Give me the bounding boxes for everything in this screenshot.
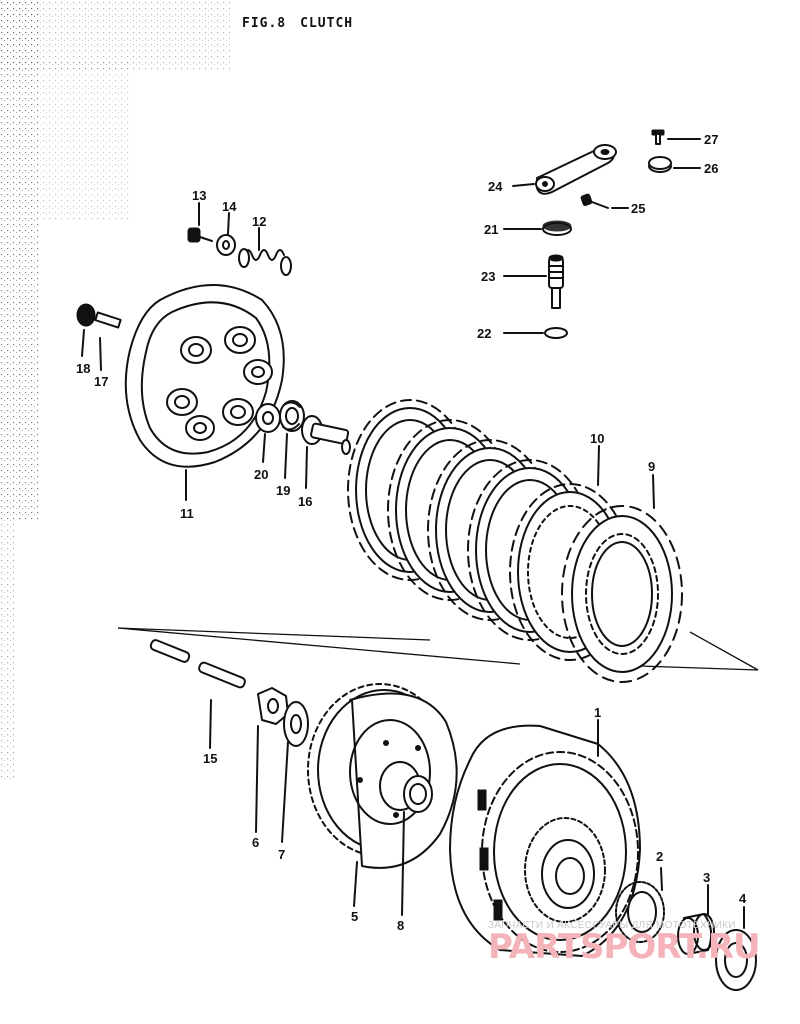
watermark: ЗАПЧАСТИ И АКСЕССУАРЫ ДЛЯ МОТОТЕХНИКИ PA… — [488, 920, 788, 967]
watermark-tagline: ЗАПЧАСТИ И АКСЕССУАРЫ ДЛЯ МОТОТЕХНИКИ — [488, 920, 736, 931]
figure-name: CLUTCH — [300, 16, 354, 31]
callout-22: 22 — [477, 326, 491, 341]
callout-19: 19 — [276, 483, 290, 498]
callout-labels: 1 2 3 4 5 6 7 8 9 10 11 12 13 14 15 16 1… — [76, 132, 747, 933]
figure-title: FIG.8 CLUTCH — [242, 16, 367, 31]
callout-9: 9 — [648, 459, 655, 474]
plate-stack — [347, 399, 683, 683]
spring-12 — [238, 227, 292, 276]
pins-15 — [149, 639, 246, 749]
seal-21 — [503, 220, 572, 236]
needle-bearing-2 — [615, 867, 665, 943]
bolt-13 — [187, 202, 213, 243]
callout-21: 21 — [484, 222, 498, 237]
callout-25: 25 — [631, 201, 645, 216]
callout-18: 18 — [76, 361, 90, 376]
callout-7: 7 — [278, 847, 285, 862]
washer-19 — [279, 400, 305, 479]
callout-2: 2 — [656, 849, 663, 864]
release-lever-24 — [512, 144, 617, 195]
watermark-brand: PARTSPORT.RU — [488, 927, 761, 967]
screw-27 — [651, 129, 701, 145]
callout-23: 23 — [481, 269, 495, 284]
callout-3: 3 — [703, 870, 710, 885]
callout-6: 6 — [252, 835, 259, 850]
pressure-plate-11 — [124, 284, 285, 501]
callout-8: 8 — [397, 918, 404, 933]
clutch-basket-1 — [449, 719, 641, 957]
callout-20: 20 — [254, 467, 268, 482]
bearing-20 — [255, 403, 281, 463]
callout-1: 1 — [594, 705, 601, 720]
callout-5: 5 — [351, 909, 358, 924]
plate-9 — [561, 474, 683, 683]
pushrod-16 — [301, 415, 351, 489]
sleeve-8 — [379, 761, 433, 916]
washer-14 — [216, 212, 236, 256]
o-ring-22 — [503, 327, 568, 339]
callout-12: 12 — [252, 214, 266, 229]
spacer-3 — [677, 884, 715, 955]
callout-13: 13 — [192, 188, 206, 203]
nut-6 — [255, 687, 289, 833]
pushrod-piece-23 — [503, 254, 564, 309]
callout-16: 16 — [298, 494, 312, 509]
bolt-25 — [580, 193, 629, 209]
callout-27: 27 — [704, 132, 718, 147]
axis-guide — [117, 627, 759, 671]
spring-boss — [166, 326, 273, 441]
callout-17: 17 — [94, 374, 108, 389]
callout-24: 24 — [488, 179, 503, 194]
callout-26: 26 — [704, 161, 718, 176]
callout-10: 10 — [590, 431, 604, 446]
figure-number: FIG.8 — [242, 16, 287, 31]
thrust-washer-4 — [715, 906, 757, 991]
bolt-18 — [76, 303, 96, 357]
callout-14: 14 — [222, 199, 237, 214]
callout-4: 4 — [739, 891, 747, 906]
bolt-17 — [94, 311, 122, 371]
lock-washer-7 — [281, 701, 309, 843]
scan-noise — [0, 0, 230, 780]
callout-15: 15 — [203, 751, 217, 766]
callout-11: 11 — [180, 506, 194, 521]
nut-26 — [648, 156, 701, 173]
